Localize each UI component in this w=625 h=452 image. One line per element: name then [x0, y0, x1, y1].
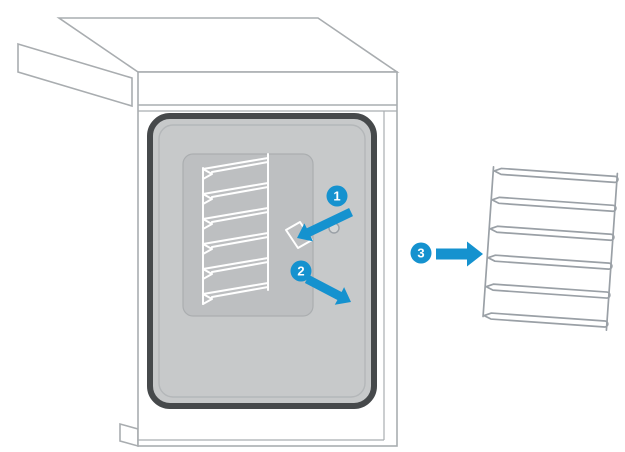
step-3-badge: 3	[410, 242, 432, 264]
side-rack-removed	[482, 166, 619, 331]
step-3-number: 3	[417, 246, 424, 261]
rack-shelf-level	[202, 257, 269, 280]
removed-rack-shelf-loop	[491, 196, 617, 213]
step-2-badge: 2	[290, 260, 312, 282]
removed-rack-right-rail	[605, 172, 619, 331]
door-glass-inner-line	[158, 124, 366, 398]
step-1-badge: 1	[326, 185, 348, 207]
removed-rack-shelf-loop	[487, 254, 613, 270]
step-2-arrow	[304, 275, 351, 305]
cabinet-plinth	[119, 422, 139, 448]
removed-rack-shelf-loop	[483, 312, 609, 328]
rack-shelf-level	[202, 207, 269, 230]
removed-rack-left-rail	[482, 166, 495, 318]
rack-shelf-level	[202, 182, 269, 205]
step-1-badge-circle	[326, 185, 348, 207]
cabinet-side-panel	[17, 42, 133, 108]
step-1-arrow	[297, 208, 353, 242]
step-3-arrow	[436, 241, 483, 267]
rack-shelf-level	[202, 157, 269, 180]
step-1-number: 1	[333, 189, 340, 204]
step-2-badge-circle	[290, 260, 312, 282]
rack-shelf-level	[202, 232, 269, 255]
step-2-number: 2	[297, 264, 304, 279]
removed-rack-shelf-loop	[493, 167, 619, 184]
removed-rack-shelf-loop	[489, 225, 615, 242]
step-3-badge-circle	[410, 242, 432, 264]
rack-shelf-level	[202, 282, 269, 305]
removed-rack-shelf-loop	[485, 283, 611, 299]
side-rack-installed	[202, 153, 269, 305]
oven-top-face	[56, 17, 400, 73]
